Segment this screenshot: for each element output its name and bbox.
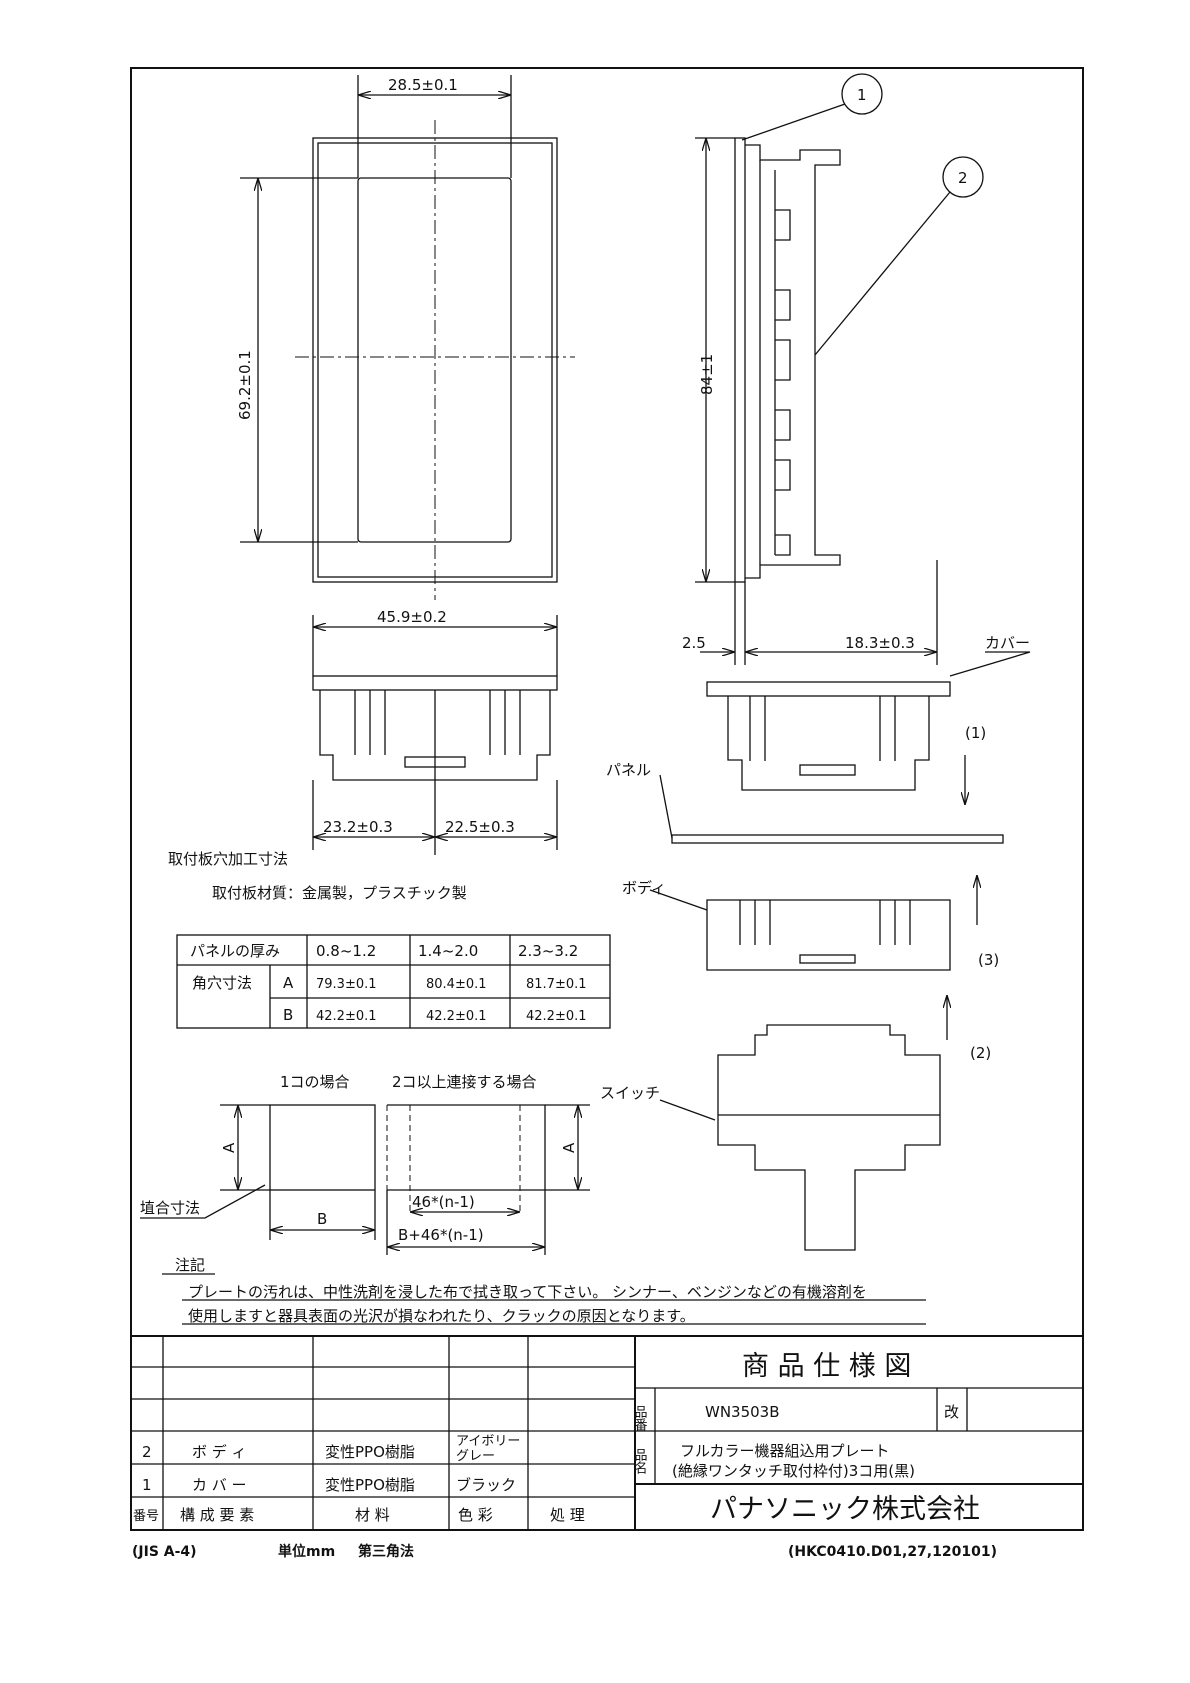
mounting-material: 取付板材質：金属製，プラスチック製 (212, 884, 467, 902)
hole-diagrams: 1コの場合 2コ以上連接する場合 A A B 46*(n-1) B+46*(n-… (140, 1073, 590, 1255)
dim-plate-thickness: 2.5 (682, 634, 706, 652)
mounting-title: 取付板穴加工寸法 (168, 850, 288, 868)
panel-hole-table: パネルの厚み 0.8~1.2 1.4~2.0 2.3~3.2 角穴寸法 A 79… (176, 934, 611, 1029)
label-switch: スイッチ (600, 1084, 660, 1102)
svg-text:番号: 番号 (133, 1509, 159, 1524)
company-name: パナソニック株式会社 (710, 1494, 980, 1525)
svg-text:1.4~2.0: 1.4~2.0 (418, 942, 478, 960)
product-name-line1: フルカラー機器組込用プレート (680, 1442, 890, 1460)
dim-depth: 18.3±0.3 (845, 634, 915, 652)
svg-text:処 理: 処 理 (550, 1506, 585, 1524)
footer-code: (HKC0410.D01,27,120101) (788, 1544, 997, 1560)
svg-text:1コの場合: 1コの場合 (280, 1073, 350, 1091)
side-view: 84±1 1 2 2.5 18.3±0.3 (682, 73, 984, 665)
svg-text:注記: 注記 (175, 1256, 205, 1274)
svg-text:42.2±0.1: 42.2±0.1 (426, 1009, 487, 1024)
svg-text:パネルの厚み: パネルの厚み (190, 942, 280, 960)
svg-text:カ バ ー: カ バ ー (192, 1476, 247, 1494)
svg-text:B: B (283, 1006, 293, 1024)
svg-text:2: 2 (142, 1443, 152, 1461)
front-view: 28.5±0.1 69.2±0.1 (236, 75, 575, 600)
notes: 注記 プレートの汚れは、中性洗剤を浸した布で拭き取って下さい。 シンナー、ベンジ… (162, 1256, 926, 1325)
svg-text:グレー: グレー (456, 1449, 495, 1464)
label-panel: パネル (606, 761, 651, 779)
svg-text:79.3±0.1: 79.3±0.1 (316, 977, 377, 992)
svg-text:0.8~1.2: 0.8~1.2 (316, 942, 376, 960)
svg-text:1: 1 (142, 1476, 152, 1494)
svg-text:A: A (220, 1142, 238, 1153)
title-block: 商 品 仕 様 図 品番 WN3503B 改 品名 フルカラー機器組込用プレート… (632, 1351, 1083, 1525)
svg-text:80.4±0.1: 80.4±0.1 (426, 977, 487, 992)
svg-text:品番: 品番 (632, 1405, 648, 1432)
svg-text:構 成 要 素: 構 成 要 素 (180, 1506, 254, 1524)
svg-text:改: 改 (944, 1403, 959, 1421)
svg-text:材 料: 材 料 (355, 1506, 390, 1524)
step-2: (2) (970, 1044, 991, 1062)
dim-window-width: 28.5±0.1 (388, 76, 458, 94)
dim-overall-height: 84±1 (698, 354, 716, 395)
svg-text:1: 1 (857, 86, 867, 104)
svg-text:変性PPO樹脂: 変性PPO樹脂 (325, 1476, 415, 1494)
balloon-2 (942, 156, 984, 198)
label-body: ボディ (622, 879, 666, 897)
dim-left-offset: 23.2±0.3 (323, 818, 393, 836)
svg-text:使用しますと器具表面の光沢が損なわれたり、クラックの原因とな: 使用しますと器具表面の光沢が損なわれたり、クラックの原因となります。 (188, 1307, 695, 1325)
svg-text:2.3~3.2: 2.3~3.2 (518, 942, 578, 960)
svg-text:46*(n-1): 46*(n-1) (412, 1193, 475, 1211)
footer-paper-size: (JIS A-4) (132, 1544, 197, 1560)
svg-text:埴合寸法: 埴合寸法 (140, 1199, 200, 1217)
svg-text:品名: 品名 (632, 1448, 648, 1474)
step-3: (3) (978, 951, 999, 969)
step-1: (1) (965, 724, 986, 742)
dim-window-height: 69.2±0.1 (236, 350, 254, 420)
svg-text:2コ以上連接する場合: 2コ以上連接する場合 (392, 1073, 537, 1091)
svg-text:42.2±0.1: 42.2±0.1 (526, 1009, 587, 1024)
svg-text:42.2±0.1: 42.2±0.1 (316, 1009, 377, 1024)
label-cover: カバー (985, 634, 1030, 652)
svg-text:ボ デ ィ: ボ デ ィ (192, 1443, 247, 1461)
sheet-border (130, 67, 1084, 1531)
svg-text:A: A (560, 1142, 578, 1153)
svg-text:A: A (283, 974, 294, 992)
svg-text:B: B (317, 1210, 327, 1228)
parts-list: 2 ボ デ ィ 変性PPO樹脂 アイボリー グレー 1 カ バ ー 変性PPO樹… (131, 1335, 1083, 1530)
part-number: WN3503B (705, 1403, 780, 1421)
balloon-1 (841, 73, 883, 115)
dim-right-offset: 22.5±0.3 (445, 818, 515, 836)
top-view: 45.9±0.2 23.2±0.3 22.5±0.3 (312, 608, 558, 855)
svg-text:ブラック: ブラック (456, 1476, 516, 1494)
svg-text:変性PPO樹脂: 変性PPO樹脂 (325, 1443, 415, 1461)
svg-text:2: 2 (958, 169, 968, 187)
svg-text:角穴寸法: 角穴寸法 (192, 974, 252, 992)
drawing-title: 商 品 仕 様 図 (742, 1351, 911, 1382)
svg-text:81.7±0.1: 81.7±0.1 (526, 977, 587, 992)
svg-text:B+46*(n-1): B+46*(n-1) (398, 1226, 484, 1244)
product-name-line2: (絶縁ワンタッチ取付枠付)3コ用(黒) (672, 1462, 915, 1480)
footer-projection: 第三角法 (358, 1543, 414, 1560)
footer-unit: 単位mm (278, 1543, 335, 1560)
assembly-view: カバー (1) パネル ボディ (3) スイッチ (2) (600, 634, 1031, 1251)
dim-overall-width: 45.9±0.2 (377, 608, 447, 626)
svg-text:色 彩: 色 彩 (458, 1506, 493, 1524)
svg-text:プレートの汚れは、中性洗剤を浸した布で拭き取って下さい。 シ: プレートの汚れは、中性洗剤を浸した布で拭き取って下さい。 シンナー、ベンジンなど… (188, 1283, 867, 1301)
svg-text:アイボリー: アイボリー (456, 1434, 520, 1449)
